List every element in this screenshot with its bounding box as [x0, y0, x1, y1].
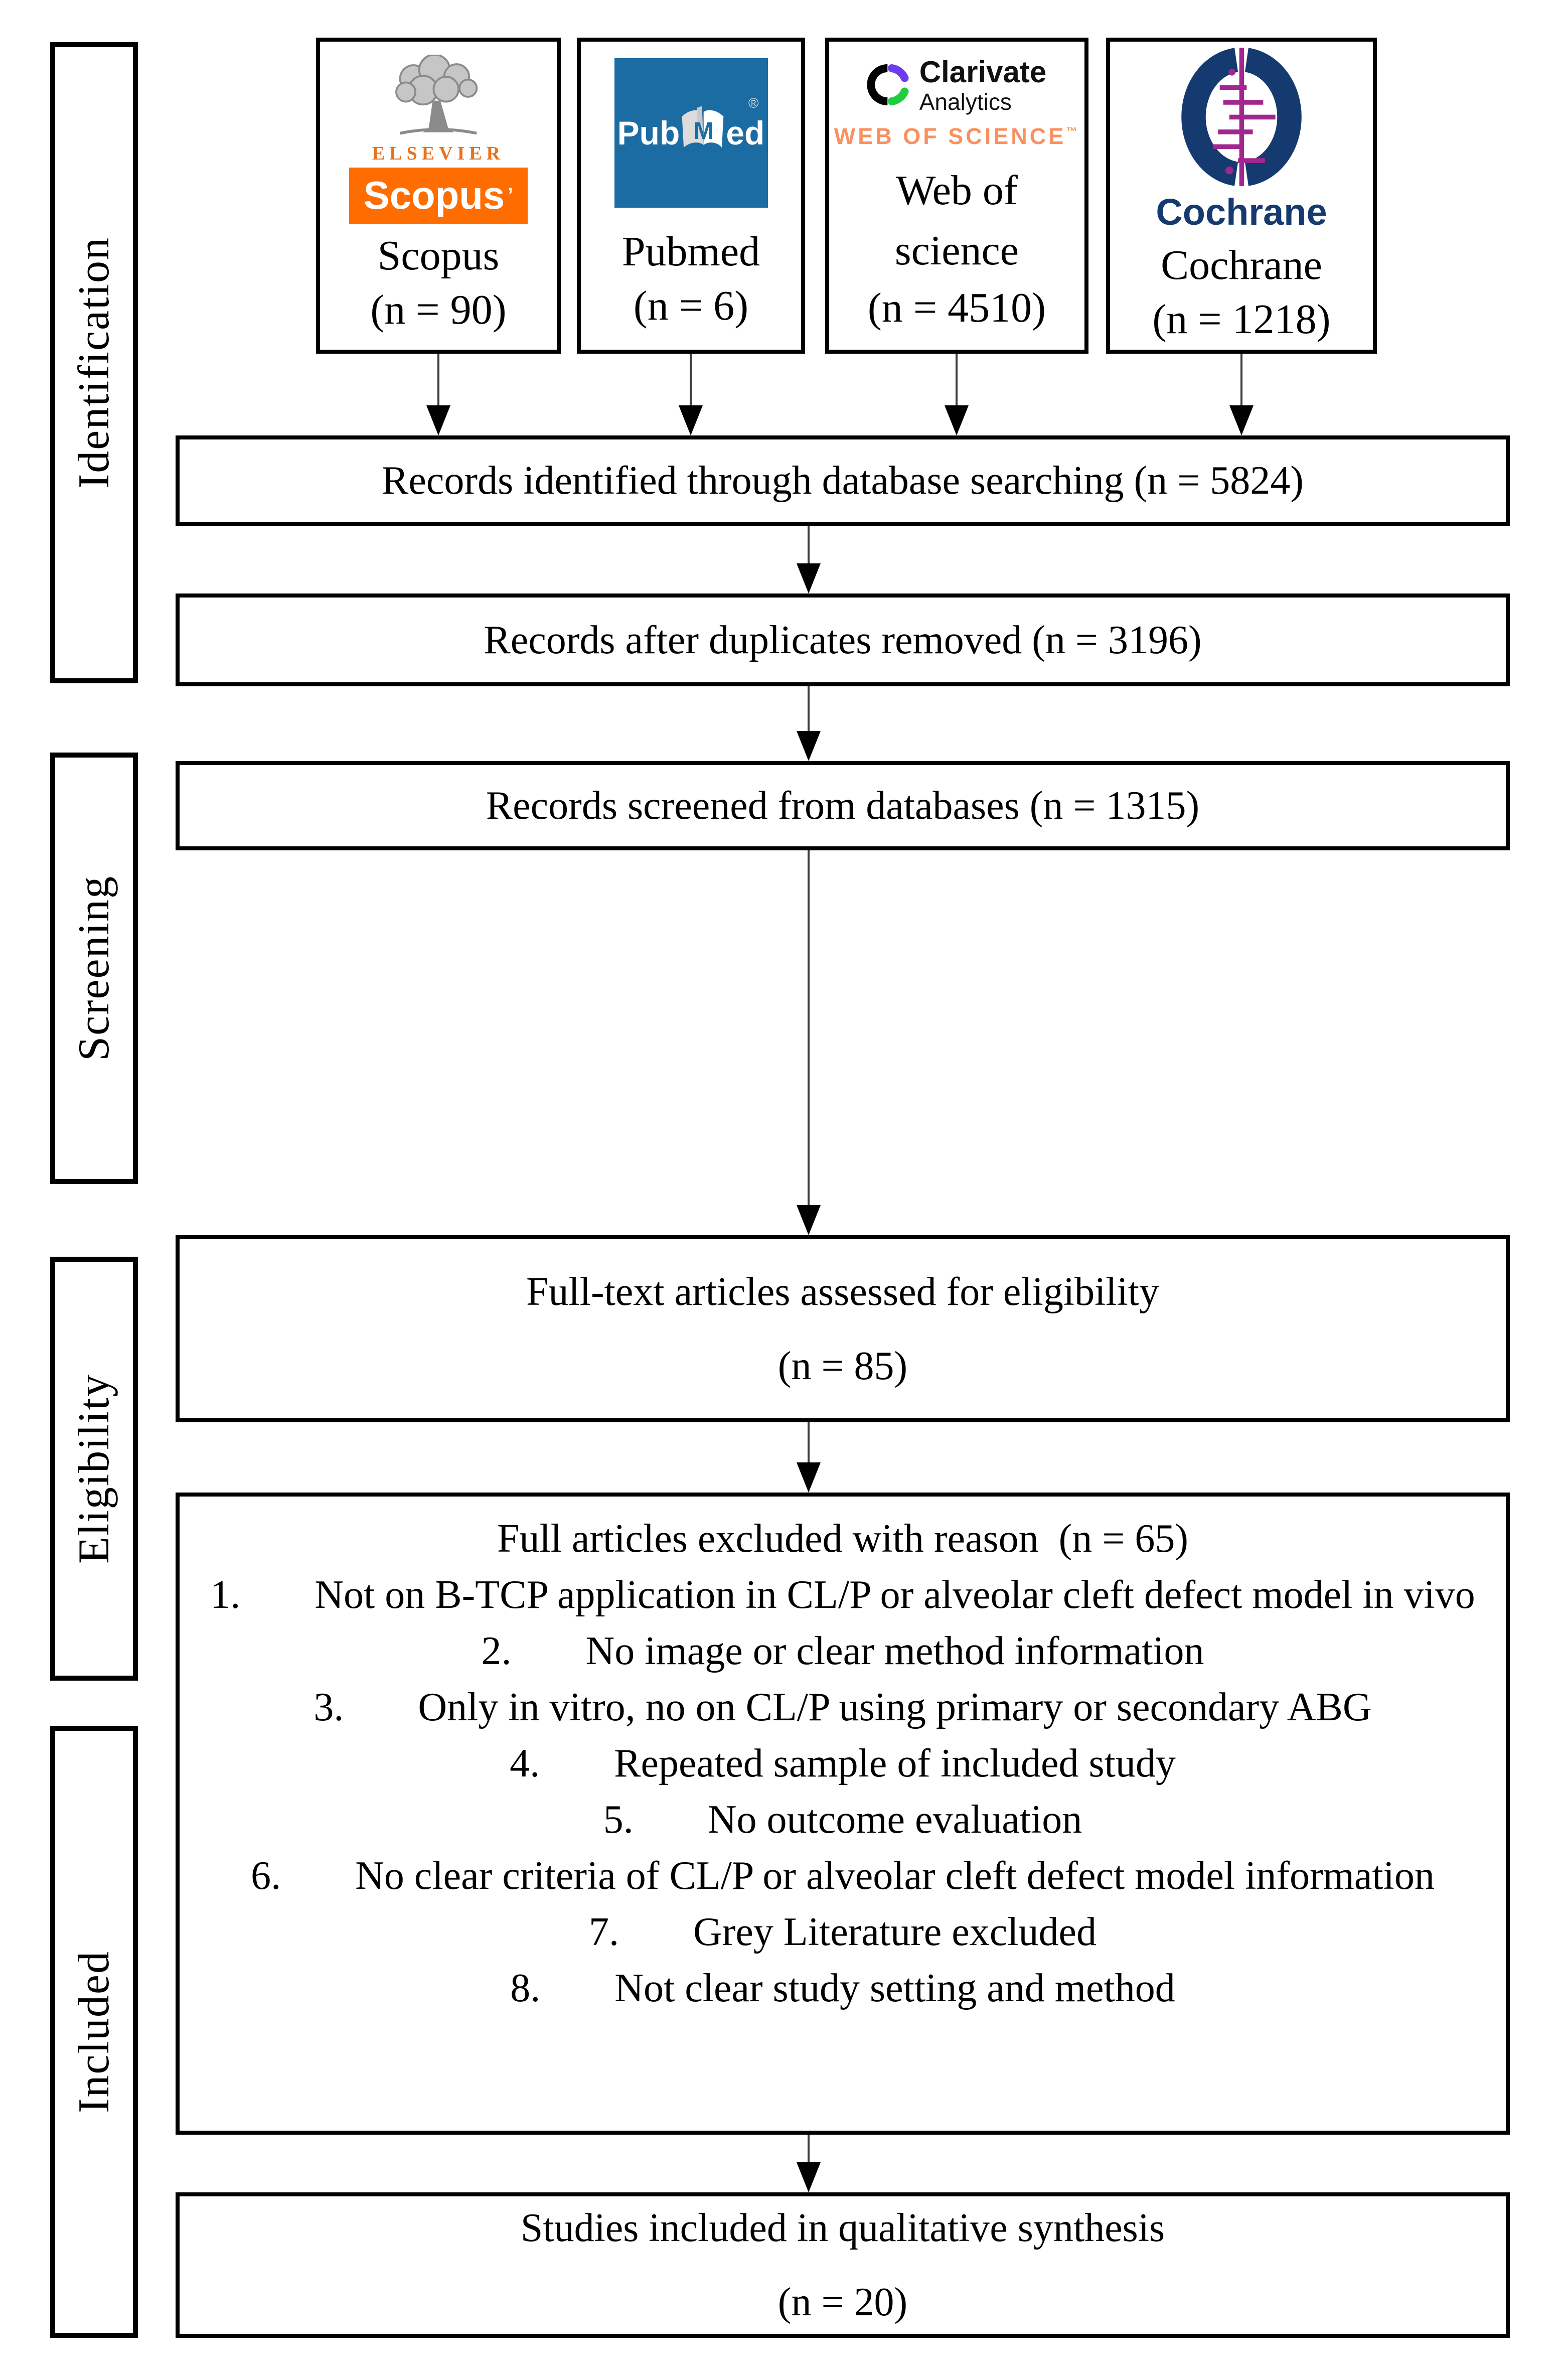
clarivate-mark-icon	[867, 63, 911, 109]
arrow-excluded-to-included	[808, 2135, 810, 2162]
arrow-fulltext-to-excluded	[808, 1422, 810, 1462]
source-card-cochrane: Cochrane Cochrane (n = 1218)	[1106, 38, 1377, 354]
excluded-item-7: 7.Grey Literature excluded	[588, 1910, 1097, 1954]
excluded-item-5: 5.No outcome evaluation	[603, 1798, 1082, 1842]
stage-box-eligibility: Eligibility	[50, 1257, 138, 1681]
flow-box-records-screened: Records screened from databases (n = 131…	[176, 761, 1510, 850]
arrow-identified-to-deduplicated	[808, 526, 810, 563]
source-count-web-of-science: (n = 4510)	[867, 284, 1046, 331]
source-name-pubmed: Pubmed	[621, 228, 760, 275]
elsevier-wordmark: ELSEVIER	[372, 142, 505, 164]
scopus-logo: Scopus’	[349, 167, 528, 224]
flow-box-duplicates-removed: Records after duplicates removed (n = 31…	[176, 593, 1510, 686]
flow-box-studies-included: Studies included in qualitative synthesi…	[176, 2192, 1510, 2338]
source-card-pubmed: Pub M ed ® Pubmed (n = 6)	[577, 38, 805, 354]
source-name-web-of-science: Web of science	[894, 167, 1019, 274]
arrow-wos-to-identified	[956, 354, 958, 405]
source-name-scopus: Scopus	[377, 232, 500, 279]
stage-label-identification: Identification	[70, 236, 118, 489]
cochrane-wordmark: Cochrane	[1156, 191, 1327, 233]
flow-box-records-identified: Records identified through database sear…	[176, 435, 1510, 526]
arrow-scopus-to-identified	[437, 354, 439, 405]
excluded-item-8: 8.Not clear study setting and method	[510, 1966, 1175, 2010]
stage-label-included: Included	[70, 1951, 118, 2113]
source-count-cochrane: (n = 1218)	[1152, 295, 1331, 343]
excluded-item-1: 1.Not on B-TCP application in CL/P or al…	[210, 1573, 1475, 1617]
svg-text:M: M	[694, 117, 714, 144]
elsevier-tree-icon	[379, 53, 498, 141]
stage-box-screening: Screening	[50, 753, 138, 1184]
stage-box-identification: Identification	[50, 42, 138, 683]
arrow-pubmed-to-identified	[690, 354, 692, 405]
pubmed-logo: Pub M ed ®	[614, 58, 768, 208]
trademark-icon: ™	[1066, 125, 1080, 137]
clarivate-brand-sub: Analytics	[919, 89, 1012, 115]
stage-label-eligibility: Eligibility	[70, 1374, 118, 1564]
source-card-web-of-science: Clarivate Analytics WEB OF SCIENCE™ Web …	[825, 38, 1088, 354]
stage-label-screening: Screening	[70, 875, 118, 1061]
excluded-item-2: 2.No image or clear method information	[481, 1629, 1204, 1673]
web-of-science-wordmark: WEB OF SCIENCE™	[834, 123, 1080, 149]
pubmed-book-icon: M	[675, 104, 731, 162]
source-name-cochrane: Cochrane	[1161, 241, 1322, 288]
excluded-item-3: 3.Only in vitro, no on CL/P using primar…	[314, 1685, 1372, 1729]
stage-box-included: Included	[50, 1726, 138, 2338]
arrow-deduplicated-to-screened	[808, 686, 810, 731]
scopus-logo-mark: ’	[508, 184, 514, 206]
clarivate-brand: Clarivate	[919, 55, 1047, 89]
excluded-item-4: 4.Repeated sample of included study	[510, 1741, 1176, 1786]
arrow-cochrane-to-identified	[1240, 354, 1242, 405]
flow-box-fulltext-assessed: Full-text articles assessed for eligibil…	[176, 1235, 1510, 1422]
source-count-pubmed: (n = 6)	[633, 282, 749, 329]
arrow-screened-to-fulltext	[808, 850, 810, 1205]
source-count-scopus: (n = 90)	[370, 286, 507, 333]
cochrane-logo-icon	[1175, 45, 1308, 191]
flow-box-fulltext-excluded: Full articles excluded with reason (n = …	[176, 1493, 1510, 2135]
registered-mark-icon: ®	[748, 95, 759, 111]
excluded-title: Full articles excluded with reason (n = …	[497, 1517, 1189, 1561]
excluded-item-6: 6.No clear criteria of CL/P or alveolar …	[251, 1854, 1435, 1898]
source-card-scopus: ELSEVIER Scopus’ Scopus (n = 90)	[316, 38, 561, 354]
